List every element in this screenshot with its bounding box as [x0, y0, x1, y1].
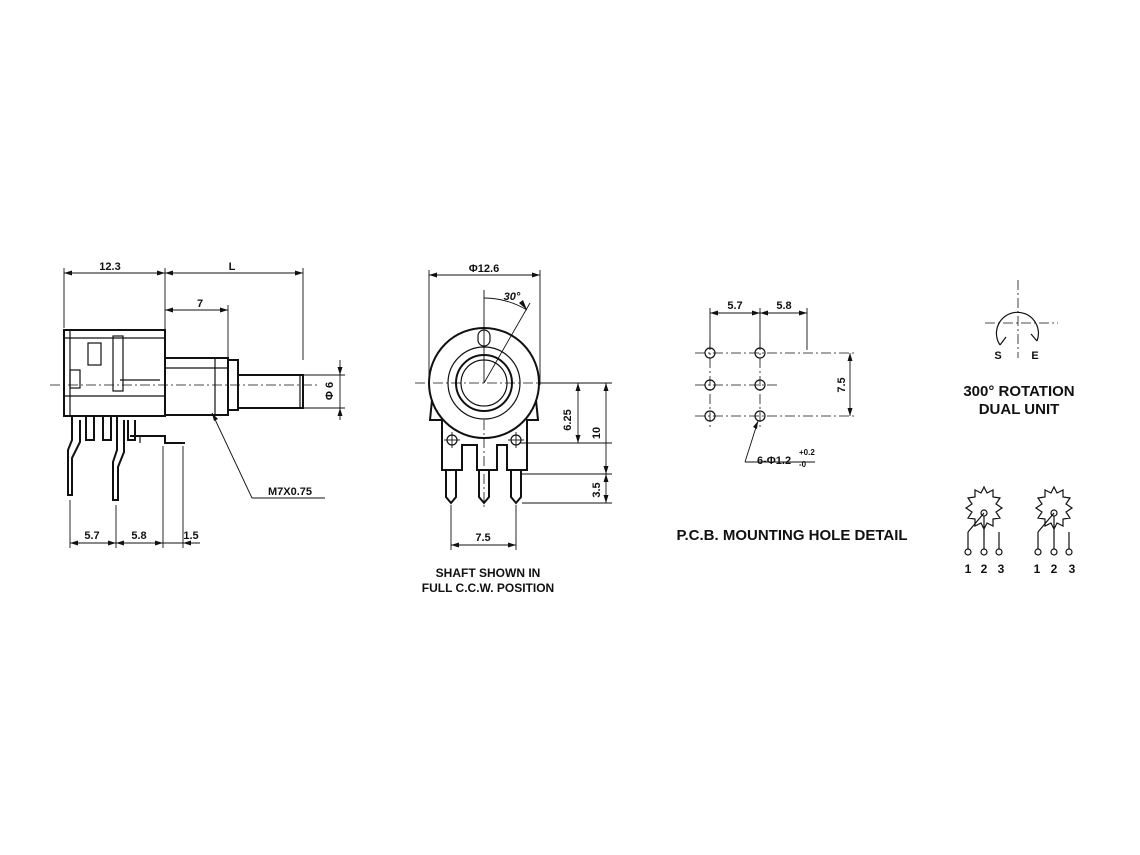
unit-a-pin-2: 2 — [981, 562, 988, 576]
unit-a-pin-3: 3 — [998, 562, 1005, 576]
dim-phi12-6-label: Φ12.6 — [469, 263, 499, 275]
front-caption-line1: SHAFT SHOWN IN — [436, 566, 541, 580]
pcb-dim-5-7-label: 5.7 — [727, 300, 742, 312]
rotation-title-line1: 300° ROTATION — [963, 383, 1074, 400]
side-dim-5-7-label: 5.7 — [84, 530, 99, 542]
side-dim-1-5-label: 1.5 — [183, 530, 198, 542]
dim-12-3-label: 12.3 — [99, 261, 120, 273]
dim-L-label: L — [229, 261, 236, 273]
pcb-dim-5-8-label: 5.8 — [776, 300, 791, 312]
schematic-unit-a: 1 2 3 — [964, 485, 1005, 576]
front-view: Φ12.6 30° — [415, 263, 612, 595]
hole-tol-minus: -0 — [799, 460, 807, 469]
dim-3-5-label: 3.5 — [591, 482, 603, 497]
schematic-unit-b: 1 2 3 — [1034, 485, 1076, 576]
front-caption-line2: FULL C.C.W. POSITION — [422, 581, 554, 595]
side-view: 12.3 L 7 Φ 6 — [50, 261, 345, 548]
dim-7-label: 7 — [197, 298, 203, 310]
pcb-dim-7-5-label: 7.5 — [836, 377, 848, 392]
thread-label: M7X0.75 — [268, 486, 312, 498]
side-dim-5-8-label: 5.8 — [131, 530, 146, 542]
pcb-detail-title: P.C.B. MOUNTING HOLE DETAIL — [676, 527, 907, 544]
rotation-diagram: S E 300° ROTATION DUAL UNIT — [963, 280, 1075, 418]
angle-label: 30° — [504, 291, 521, 303]
rotation-s-label: S — [994, 350, 1001, 362]
hole-tol-plus: +0.2 — [799, 448, 815, 457]
dim-phi6-label: Φ 6 — [324, 382, 336, 400]
pcb-detail: 5.7 5.8 7.5 6-Φ1.2 +0.2 -0 P.C.B. MOUNTI… — [676, 300, 907, 544]
dim-6-25-label: 6.25 — [562, 409, 574, 430]
unit-b-pin-3: 3 — [1069, 562, 1076, 576]
unit-b-pin-2: 2 — [1051, 562, 1058, 576]
unit-b-pin-1: 1 — [1034, 562, 1041, 576]
hole-label-prefix: 6-Φ1.2 — [757, 455, 791, 467]
dim-10-label: 10 — [591, 427, 603, 439]
rotation-title-line2: DUAL UNIT — [979, 401, 1060, 418]
unit-a-pin-1: 1 — [965, 562, 972, 576]
hole-label: 6-Φ1.2 — [757, 455, 791, 467]
rotation-e-label: E — [1031, 350, 1038, 362]
front-dim-7-5-label: 7.5 — [475, 532, 490, 544]
